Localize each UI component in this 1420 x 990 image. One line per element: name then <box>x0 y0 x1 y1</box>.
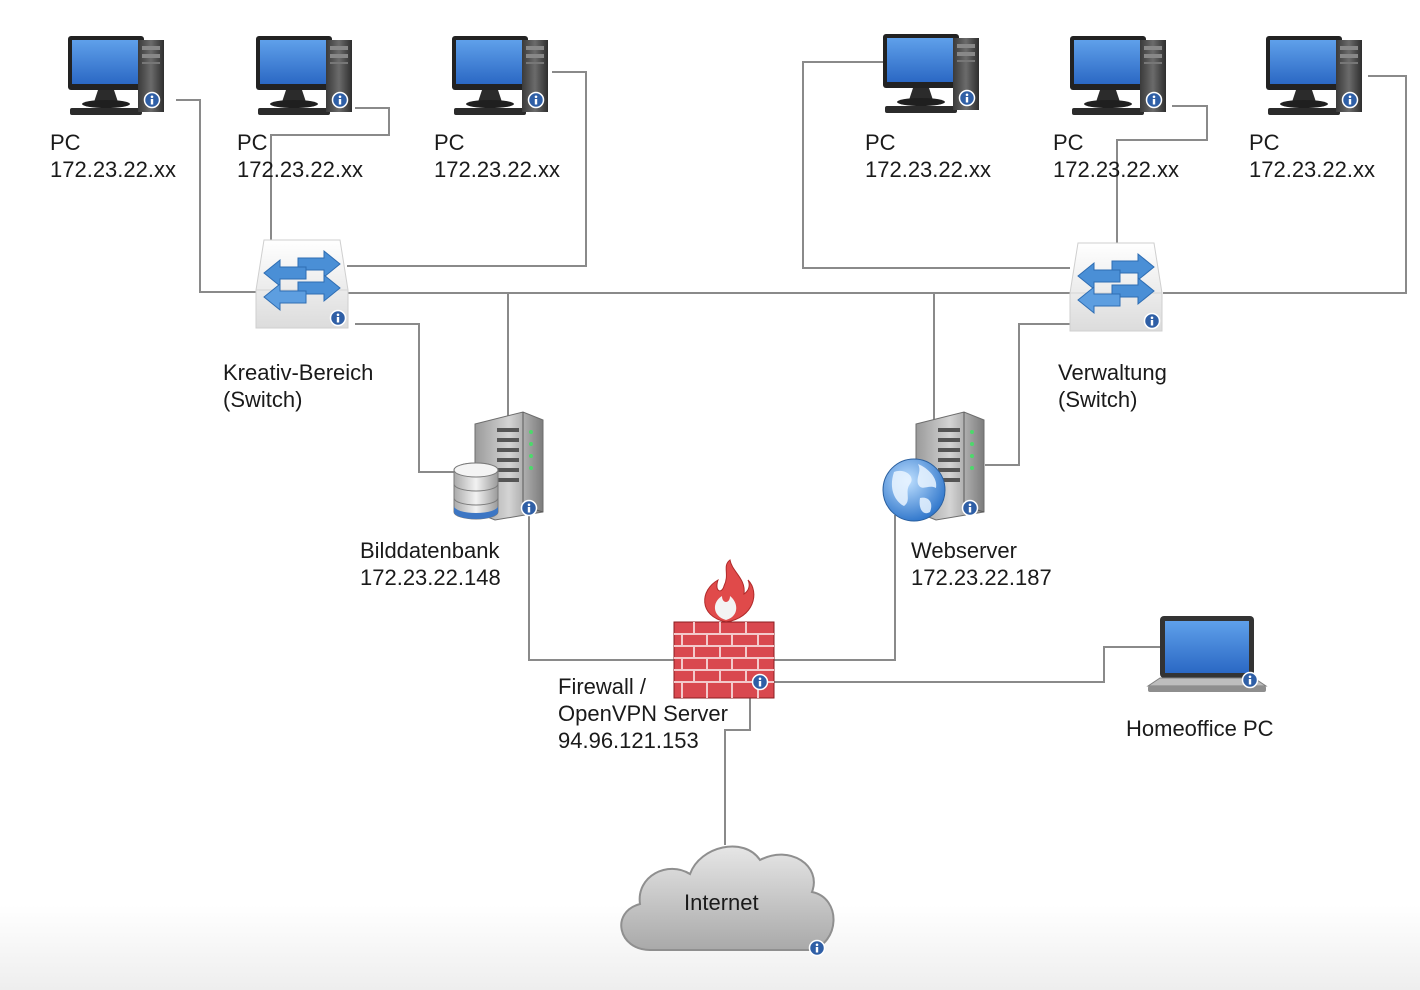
switch-type: (Switch) <box>1058 387 1138 412</box>
switch-icon <box>1070 243 1162 331</box>
pc-icon <box>1266 36 1362 115</box>
server-name: Bilddatenbank <box>360 538 500 563</box>
switch-left-label: Kreativ-Bereich (Switch) <box>223 359 373 413</box>
pc-label-1: PC 172.23.22.xx <box>50 129 176 183</box>
pc-name: PC <box>865 130 896 155</box>
pc-label-4: PC 172.23.22.xx <box>865 129 991 183</box>
switch-type: (Switch) <box>223 387 303 412</box>
firewall-label: Firewall / OpenVPN Server 94.96.121.153 <box>558 673 728 754</box>
homeoffice-label: Homeoffice PC <box>1126 715 1274 742</box>
firewall-name: Firewall / <box>558 674 647 699</box>
pc-icon <box>1070 36 1166 115</box>
firewall-ip: 94.96.121.153 <box>558 728 699 753</box>
firewall-icon <box>673 559 775 699</box>
pc-name: PC <box>1249 130 1280 155</box>
pc-name: PC <box>50 130 81 155</box>
web-server-label: Webserver 172.23.22.187 <box>911 537 1052 591</box>
pc-icon <box>68 36 164 115</box>
switch-right-label: Verwaltung (Switch) <box>1058 359 1167 413</box>
laptop-icon <box>1146 616 1268 692</box>
pc-ip: 172.23.22.xx <box>50 157 176 182</box>
switch-name: Verwaltung <box>1058 360 1167 385</box>
pc-name: PC <box>434 130 465 155</box>
server-ip: 172.23.22.187 <box>911 565 1052 590</box>
cloud-icon <box>620 845 835 957</box>
server-ip: 172.23.22.148 <box>360 565 501 590</box>
pc-label-6: PC 172.23.22.xx <box>1249 129 1375 183</box>
pc-ip: 172.23.22.xx <box>237 157 363 182</box>
switch-name: Kreativ-Bereich <box>223 360 374 385</box>
pc-label-2: PC 172.23.22.xx <box>237 129 363 183</box>
pc-icon <box>883 34 979 113</box>
pc-label-5: PC 172.23.22.xx <box>1053 129 1179 183</box>
pc-ip: 172.23.22.xx <box>1249 157 1375 182</box>
pc-ip: 172.23.22.xx <box>865 157 991 182</box>
pc-ip: 172.23.22.xx <box>1053 157 1179 182</box>
homeoffice-name: Homeoffice PC <box>1126 716 1274 741</box>
db-server-label: Bilddatenbank 172.23.22.148 <box>360 537 501 591</box>
connection-lines <box>176 61 1407 845</box>
firewall-role: OpenVPN Server <box>558 701 728 726</box>
pc-label-3: PC 172.23.22.xx <box>434 129 560 183</box>
pc-ip: 172.23.22.xx <box>434 157 560 182</box>
pc-icon <box>256 36 352 115</box>
pc-name: PC <box>1053 130 1084 155</box>
switch-icon <box>256 240 348 328</box>
web-server-icon <box>882 412 984 522</box>
database-server-icon <box>453 412 543 520</box>
internet-label: Internet <box>684 890 759 915</box>
server-name: Webserver <box>911 538 1017 563</box>
pc-name: PC <box>237 130 268 155</box>
pc-icon <box>452 36 548 115</box>
